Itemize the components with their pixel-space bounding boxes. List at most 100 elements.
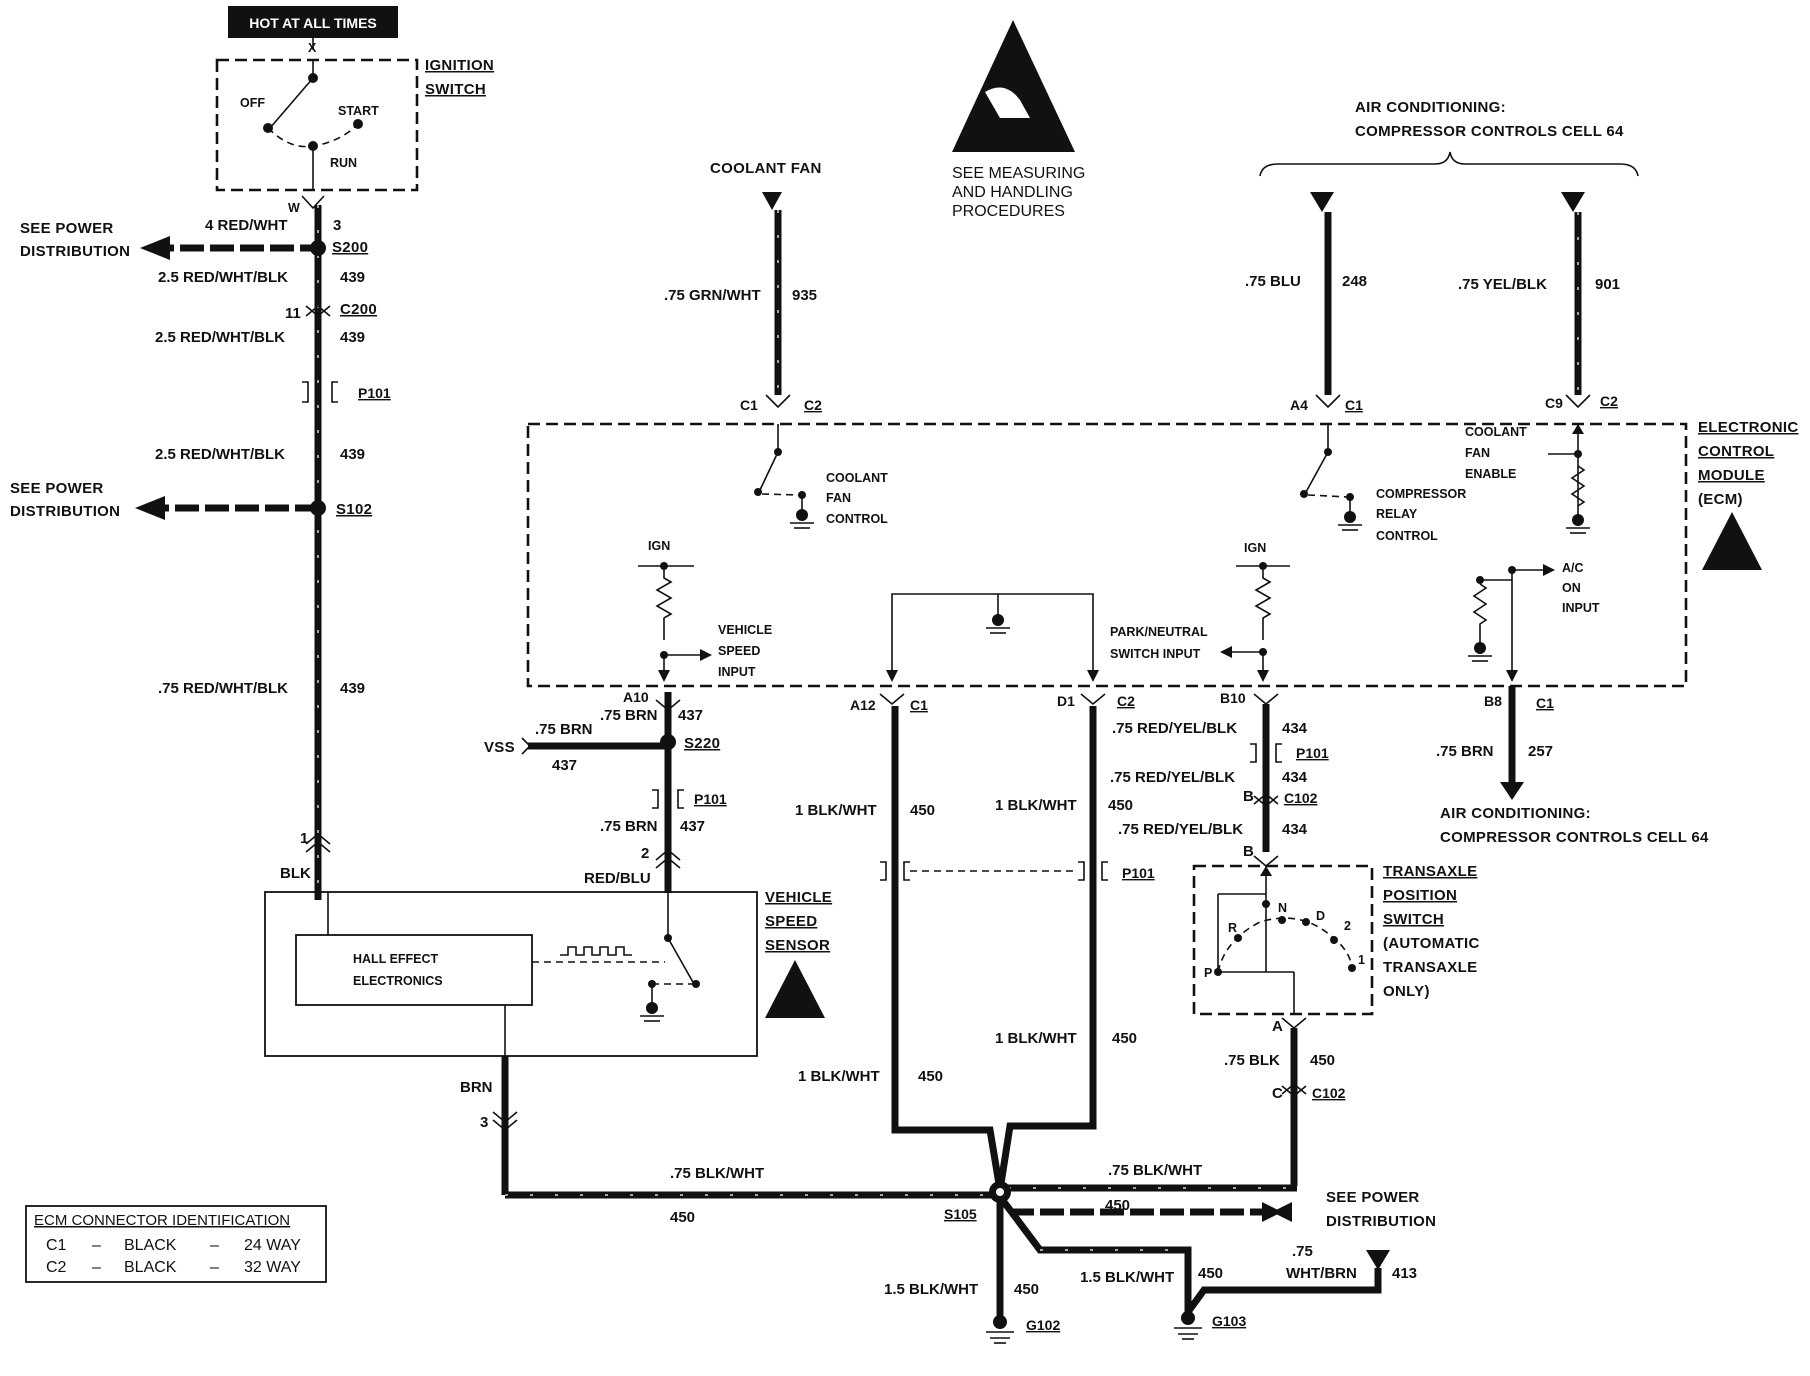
wire-blk: BLK bbox=[280, 865, 311, 882]
tps-p-label: P bbox=[1204, 966, 1212, 980]
wire-439-b: 439 bbox=[340, 329, 365, 346]
wire-brn-a10: .75 BRN bbox=[600, 707, 658, 724]
wire-1-blk-wht-d: 1 BLK/WHT bbox=[798, 1068, 880, 1085]
ac-257-arrow bbox=[1500, 782, 1524, 800]
wire-25-red-wht-blk-b: 2.5 RED/WHT/BLK bbox=[155, 329, 285, 346]
wire-450-f: 450 bbox=[670, 1209, 695, 1226]
esd-warning-icon-top bbox=[952, 20, 1075, 152]
ignition-x-label: X bbox=[308, 41, 317, 55]
coolant-fan-control-1: COOLANT bbox=[826, 471, 888, 485]
c1-fan-label: C1 bbox=[740, 397, 758, 413]
s200-label: S200 bbox=[332, 239, 368, 256]
wht-brn-arrow bbox=[1366, 1250, 1390, 1270]
tps-label-2: POSITION bbox=[1383, 887, 1457, 904]
p101a-label: P101 bbox=[358, 385, 391, 401]
esd-note-2: AND HANDLING bbox=[952, 184, 1073, 201]
p101d-label: P101 bbox=[1122, 865, 1155, 881]
compressor-relay-2: RELAY bbox=[1376, 507, 1418, 521]
c1-b8-label: C1 bbox=[1536, 695, 1554, 711]
pin-b-2: B bbox=[1243, 843, 1254, 860]
wire-901: 901 bbox=[1595, 276, 1620, 293]
tps-label-5: TRANSAXLE bbox=[1383, 959, 1477, 976]
ecm-conn-dash-3: – bbox=[92, 1259, 101, 1276]
ac-on-input-3: INPUT bbox=[1562, 601, 1600, 615]
vehicle-speed-input-2: SPEED bbox=[718, 644, 760, 658]
d1-label: D1 bbox=[1057, 693, 1075, 709]
wire-413: 413 bbox=[1392, 1265, 1417, 1282]
pin-b-1: B bbox=[1243, 788, 1254, 805]
ground-icon-ac-input bbox=[1468, 642, 1492, 662]
c1-a12-label: C1 bbox=[910, 697, 928, 713]
ignition-switch-label-1: IGNITION bbox=[425, 57, 494, 74]
wire-15-blk-wht-a: 1.5 BLK/WHT bbox=[884, 1281, 978, 1298]
c102a-label: C102 bbox=[1284, 790, 1318, 806]
ac-top-brace bbox=[1259, 151, 1639, 177]
pin-a: A bbox=[1272, 1018, 1283, 1035]
see-power-dist-3b: DISTRIBUTION bbox=[1326, 1213, 1436, 1230]
esd-note-1: SEE MEASURING bbox=[952, 165, 1085, 182]
wire-brn-vss: .75 BRN bbox=[535, 721, 593, 738]
see-power-dist-2b: DISTRIBUTION bbox=[10, 503, 120, 520]
wire-434-c: 434 bbox=[1282, 821, 1308, 838]
ignition-switch-box bbox=[215, 58, 419, 192]
wire-1-blk-wht-c: 1 BLK/WHT bbox=[995, 1030, 1077, 1047]
coolant-fan-enable-1: COOLANT bbox=[1465, 425, 1527, 439]
ecm-label-1: ELECTRONIC bbox=[1698, 419, 1799, 436]
see-power-dist-2a: SEE POWER bbox=[10, 480, 104, 497]
ignition-run-label: RUN bbox=[330, 156, 357, 170]
wire-wht-brn-1: .75 bbox=[1292, 1243, 1313, 1260]
vehicle-speed-sensor-box bbox=[264, 891, 758, 1057]
tps-label-3: SWITCH bbox=[1383, 911, 1444, 928]
b8-label: B8 bbox=[1484, 693, 1502, 709]
ecm-label-3: MODULE bbox=[1698, 467, 1765, 484]
ecm-label-4: (ECM) bbox=[1698, 491, 1743, 508]
wire-437-a: 437 bbox=[678, 707, 703, 724]
tps-2-label: 2 bbox=[1344, 919, 1351, 933]
wire-red-yel-blk-c: .75 RED/YEL/BLK bbox=[1118, 821, 1243, 838]
ecm-conn-title: ECM CONNECTOR IDENTIFICATION bbox=[34, 1212, 290, 1229]
ecm-conn-dash-4: – bbox=[210, 1259, 219, 1276]
ground-icon-ecm bbox=[986, 614, 1010, 634]
pin-2: 2 bbox=[641, 845, 649, 862]
wire-450-h: 450 bbox=[1014, 1281, 1039, 1298]
ac-top-label-2: COMPRESSOR CONTROLS CELL 64 bbox=[1355, 123, 1624, 140]
tps-d-label: D bbox=[1316, 909, 1325, 923]
wire-red-yel-blk-b: .75 RED/YEL/BLK bbox=[1110, 769, 1235, 786]
tps-r-label: R bbox=[1228, 921, 1237, 935]
ground-icon-g102 bbox=[986, 1315, 1014, 1344]
coolant-fan-enable-3: ENABLE bbox=[1465, 467, 1516, 481]
tps-2-terminal bbox=[1330, 936, 1338, 944]
ignition-switch-label-2: SWITCH bbox=[425, 81, 486, 98]
s105-label: S105 bbox=[944, 1206, 977, 1222]
g102-label: G102 bbox=[1026, 1317, 1060, 1333]
park-neutral-2: SWITCH INPUT bbox=[1110, 647, 1201, 661]
wire-075-blk-wht-a: .75 BLK/WHT bbox=[670, 1165, 764, 1182]
pin-11: 11 bbox=[285, 305, 301, 322]
s102-label: S102 bbox=[336, 501, 372, 518]
vss-side-label: VSS bbox=[484, 739, 515, 756]
a10-label: A10 bbox=[623, 689, 649, 705]
wire-434-b: 434 bbox=[1282, 769, 1308, 786]
c9-label: C9 bbox=[1545, 395, 1563, 411]
vehicle-speed-input-3: INPUT bbox=[718, 665, 756, 679]
tps-n-label: N bbox=[1278, 901, 1287, 915]
s220-label: S220 bbox=[684, 735, 720, 752]
ignition-w-label: W bbox=[288, 201, 300, 215]
wire-brn: BRN bbox=[460, 1079, 493, 1096]
vehicle-speed-input-1: VEHICLE bbox=[718, 623, 772, 637]
ac-top-label-1: AIR CONDITIONING: bbox=[1355, 99, 1506, 116]
ecm-conn-32: 32 WAY bbox=[244, 1259, 301, 1276]
ac-bottom-label-1: AIR CONDITIONING: bbox=[1440, 805, 1591, 822]
wire-450-e: 450 bbox=[1310, 1052, 1335, 1069]
ecm-label-2: CONTROL bbox=[1698, 443, 1774, 460]
vss-label-1: VEHICLE bbox=[765, 889, 832, 906]
ecm-conn-c2: C2 bbox=[46, 1259, 67, 1276]
ac-blu-arrow bbox=[1310, 192, 1334, 212]
ac-on-input-2: ON bbox=[1562, 581, 1581, 595]
ecm-conn-black-1: BLACK bbox=[124, 1237, 177, 1254]
hall-effect-box bbox=[295, 934, 533, 1006]
ac-bottom-label-2: COMPRESSOR CONTROLS CELL 64 bbox=[1440, 829, 1709, 846]
pin-1: 1 bbox=[300, 830, 308, 847]
hall-effect-label-1: HALL EFFECT bbox=[353, 952, 439, 966]
wire-yel-blk: .75 YEL/BLK bbox=[1458, 276, 1547, 293]
